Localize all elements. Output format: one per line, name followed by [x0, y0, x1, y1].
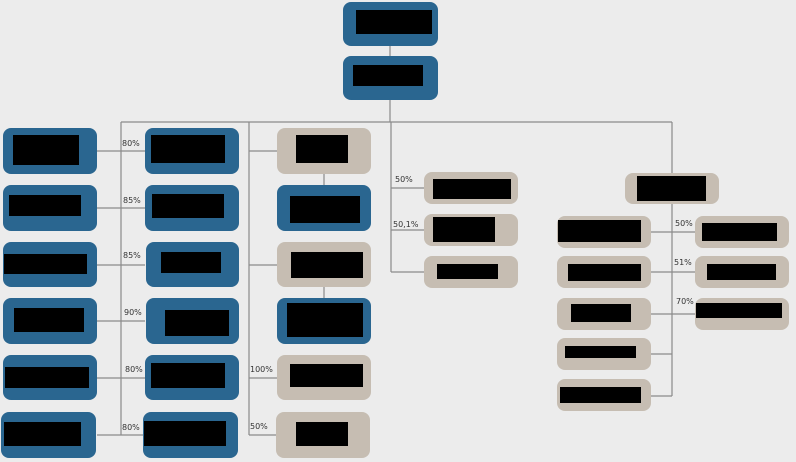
redacted-label	[161, 252, 221, 273]
ownership-label: 50%	[395, 175, 413, 184]
entity-node-beige[interactable]	[424, 256, 518, 288]
redacted-label	[14, 308, 84, 332]
ownership-label: 80%	[122, 423, 140, 432]
ownership-label: 85%	[123, 251, 141, 260]
redacted-label	[565, 346, 636, 358]
entity-node-blue[interactable]	[3, 355, 97, 400]
redacted-label	[702, 223, 777, 241]
ownership-label: 90%	[124, 308, 142, 317]
entity-node-beige[interactable]	[557, 379, 651, 411]
entity-node-blue[interactable]	[3, 128, 97, 174]
entity-node-beige[interactable]	[424, 214, 518, 246]
entity-node-blue[interactable]	[145, 355, 239, 400]
entity-node-blue[interactable]	[146, 242, 239, 287]
entity-node-beige[interactable]	[557, 256, 651, 288]
redacted-label	[560, 387, 641, 403]
entity-node-blue[interactable]	[146, 298, 239, 344]
redacted-label	[13, 135, 79, 165]
entity-node-beige[interactable]	[424, 172, 518, 204]
redacted-label	[433, 179, 511, 199]
entity-node-beige[interactable]	[695, 256, 789, 288]
redacted-label	[296, 422, 348, 446]
entity-node-blue[interactable]	[143, 412, 238, 458]
redacted-label	[4, 254, 87, 274]
redacted-label	[165, 310, 229, 336]
entity-node-blue[interactable]	[277, 185, 371, 231]
entity-node-beige[interactable]	[557, 338, 651, 370]
redacted-label	[152, 194, 224, 218]
entity-node-blue[interactable]	[145, 128, 239, 174]
redacted-label	[707, 264, 776, 280]
redacted-label	[296, 135, 348, 163]
redacted-label	[144, 421, 226, 446]
entity-node-beige[interactable]	[276, 412, 370, 458]
entity-node-beige[interactable]	[625, 173, 719, 204]
entity-node-beige[interactable]	[695, 298, 789, 330]
redacted-label	[5, 367, 89, 388]
redacted-label	[151, 363, 225, 388]
redacted-label	[696, 303, 782, 318]
ownership-label: 100%	[250, 365, 273, 374]
redacted-label	[433, 217, 495, 242]
entity-node-blue[interactable]	[145, 185, 239, 231]
entity-node-blue[interactable]	[277, 298, 371, 344]
entity-node-beige[interactable]	[277, 242, 371, 287]
entity-node-blue[interactable]	[343, 56, 438, 100]
ownership-label: 50,1%	[393, 220, 419, 229]
redacted-label	[291, 252, 363, 278]
entity-node-blue[interactable]	[3, 298, 97, 344]
redacted-label	[287, 303, 363, 337]
redacted-label	[290, 364, 363, 387]
redacted-label	[9, 195, 81, 216]
entity-node-beige[interactable]	[557, 216, 651, 248]
redacted-label	[4, 422, 81, 446]
ownership-label: 51%	[674, 258, 692, 267]
redacted-label	[568, 264, 641, 281]
redacted-label	[571, 304, 631, 322]
ownership-label: 70%	[676, 297, 694, 306]
entity-node-beige[interactable]	[557, 298, 651, 330]
entity-node-beige[interactable]	[695, 216, 789, 248]
redacted-label	[290, 196, 360, 223]
ownership-label: 50%	[675, 219, 693, 228]
ownership-label: 80%	[125, 365, 143, 374]
redacted-label	[151, 135, 225, 163]
entity-node-blue[interactable]	[3, 242, 97, 287]
entity-node-beige[interactable]	[277, 128, 371, 174]
entity-node-blue[interactable]	[3, 185, 97, 231]
redacted-label	[356, 10, 432, 34]
redacted-label	[437, 264, 498, 279]
ownership-label: 85%	[123, 196, 141, 205]
entity-node-blue[interactable]	[1, 412, 96, 458]
entity-node-blue[interactable]	[343, 2, 438, 46]
entity-node-beige[interactable]	[277, 355, 371, 400]
ownership-label: 50%	[250, 422, 268, 431]
ownership-label: 80%	[122, 139, 140, 148]
redacted-label	[558, 220, 641, 242]
redacted-label	[353, 65, 423, 86]
redacted-label	[637, 176, 706, 201]
